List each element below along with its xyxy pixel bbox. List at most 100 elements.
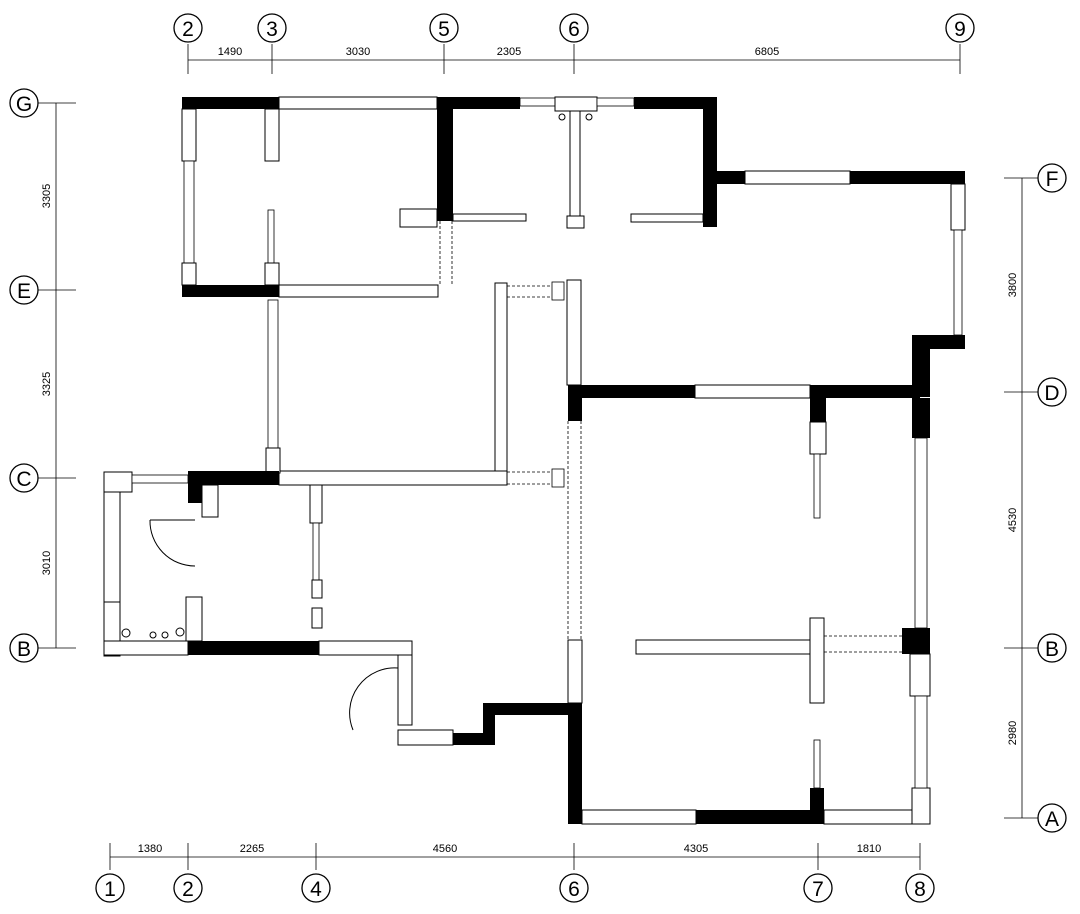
- grid-bubble-top-3: 3: [257, 13, 287, 43]
- wall-inner-pier-bot: [264, 262, 280, 286]
- wall-entry-base: [397, 729, 454, 746]
- wall-east-step: [930, 335, 965, 349]
- wall-ledge-5b: [452, 213, 527, 222]
- grid-bubble-top-5: 5: [429, 13, 459, 43]
- wall-d-left: [568, 385, 695, 398]
- svg-text:6: 6: [568, 18, 580, 41]
- window-living-west: [267, 299, 279, 449]
- window-kitchen-mid: [312, 522, 320, 582]
- wall-se-bottom-open: [581, 809, 697, 825]
- svg-text:B: B: [17, 638, 31, 661]
- svg-text:8: 8: [914, 878, 926, 901]
- svg-text:F: F: [1046, 168, 1059, 191]
- svg-text:4: 4: [310, 878, 322, 901]
- door-swing-kitchen: [149, 519, 196, 567]
- window-top-center-l: [519, 97, 556, 107]
- fixture-4: [175, 627, 185, 637]
- window-east-column: [914, 437, 928, 629]
- wall-se-pier: [810, 788, 824, 824]
- dim-bottom-4: 4305: [684, 843, 708, 855]
- column-bolt-r: [585, 113, 593, 121]
- svg-text:3: 3: [266, 18, 278, 41]
- svg-text:A: A: [1045, 808, 1059, 831]
- grid-bubble-top-9: 9: [945, 13, 975, 43]
- window-east-top: [744, 170, 851, 185]
- wall-east-pier: [950, 183, 966, 231]
- grid-bubble-bottom-2: 2: [173, 873, 203, 903]
- grid-bubble-left-C: C: [9, 463, 39, 493]
- column-bolt-l: [558, 113, 566, 121]
- dim-right-1: 3800: [1007, 273, 1019, 297]
- wall-kitchen-pier: [188, 471, 202, 503]
- wall-balcony-top: [103, 471, 133, 493]
- wall-center-pier: [566, 279, 582, 386]
- dim-left-3: 3010: [41, 551, 53, 575]
- wall-east-step-v: [912, 335, 930, 397]
- dim-left-2: 3325: [41, 372, 53, 396]
- dim-top-1: 1490: [218, 46, 242, 58]
- svg-text:B: B: [1045, 638, 1059, 661]
- column-top-center: [554, 96, 598, 112]
- door-slide-2: [551, 468, 565, 488]
- wall-east-stub: [717, 171, 745, 184]
- grid-bubble-right-A: A: [1037, 803, 1067, 833]
- wall-vertical-right-1: [703, 97, 717, 227]
- dim-bottom-5: 1810: [857, 843, 881, 855]
- grid-bubble-left-G: G: [9, 88, 39, 118]
- wall-entry-pier: [397, 654, 413, 726]
- window-top-center-r: [596, 97, 635, 107]
- pier-living-west: [265, 447, 281, 474]
- dim-bottom-2: 2265: [240, 843, 264, 855]
- wall-top-left: [182, 97, 279, 109]
- door-slide-1: [551, 281, 565, 301]
- wall-left-pier-top: [181, 108, 197, 162]
- grid-bubble-bottom-1: 1: [95, 873, 125, 903]
- svg-text:E: E: [17, 280, 31, 303]
- grid-bubble-right-D: D: [1037, 377, 1067, 407]
- partition-upper-cap: [810, 398, 826, 422]
- right-dimension-chain: 3800 4530 2980 F D B A: [1004, 163, 1067, 833]
- dim-top-4: 6805: [755, 46, 779, 58]
- wall-entry-bottom: [318, 640, 413, 656]
- wall-east-column-box: [909, 653, 931, 697]
- grid-bubble-bottom-8: 8: [905, 873, 935, 903]
- wall-d-right: [810, 385, 920, 398]
- window-east-lower: [914, 695, 928, 789]
- grid-bubble-bottom-7: 7: [803, 873, 833, 903]
- grid-bubble-top-2: 2: [173, 13, 203, 43]
- wall-ledge-5: [399, 208, 438, 228]
- cabinet-x1: [311, 579, 323, 599]
- grid-bubble-right-B: B: [1037, 633, 1067, 663]
- wall-east-column-top: [912, 398, 930, 438]
- wall-ledge-right: [630, 213, 704, 223]
- wall-kitchen-step: [201, 484, 219, 518]
- door-slide-inner: [267, 209, 275, 264]
- fixture-1: [149, 631, 157, 639]
- window-east-side: [953, 229, 963, 336]
- dim-left-1: 3305: [41, 184, 53, 208]
- wall-entry-top: [483, 703, 580, 715]
- wall-living-east: [494, 282, 508, 486]
- wall-corridor-stub: [567, 639, 583, 704]
- wall-kitchen-bottom-open: [103, 640, 189, 656]
- svg-text:C: C: [16, 468, 31, 491]
- wall-living-south: [278, 470, 508, 486]
- cabinet-x2: [311, 607, 323, 629]
- dim-bottom-3: 4560: [433, 843, 457, 855]
- dim-bottom-1: 1380: [138, 843, 162, 855]
- walls: [103, 96, 966, 825]
- partition-upper: [809, 421, 827, 455]
- fixture-3: [121, 628, 131, 638]
- fixture-2: [161, 631, 169, 639]
- wall-east-top: [850, 171, 965, 184]
- wall-top-mid: [437, 97, 520, 109]
- grid-bubble-bottom-6: 6: [559, 873, 589, 903]
- wall-top-open-1: [278, 96, 438, 110]
- door-slide-partition: [813, 453, 821, 519]
- svg-text:2: 2: [182, 878, 194, 901]
- wall-d-pier: [568, 385, 582, 421]
- svg-text:D: D: [1044, 382, 1059, 405]
- door-swing-entry: [349, 667, 399, 731]
- wall-east-column-mid: [902, 628, 930, 654]
- dim-right-3: 2980: [1007, 721, 1019, 745]
